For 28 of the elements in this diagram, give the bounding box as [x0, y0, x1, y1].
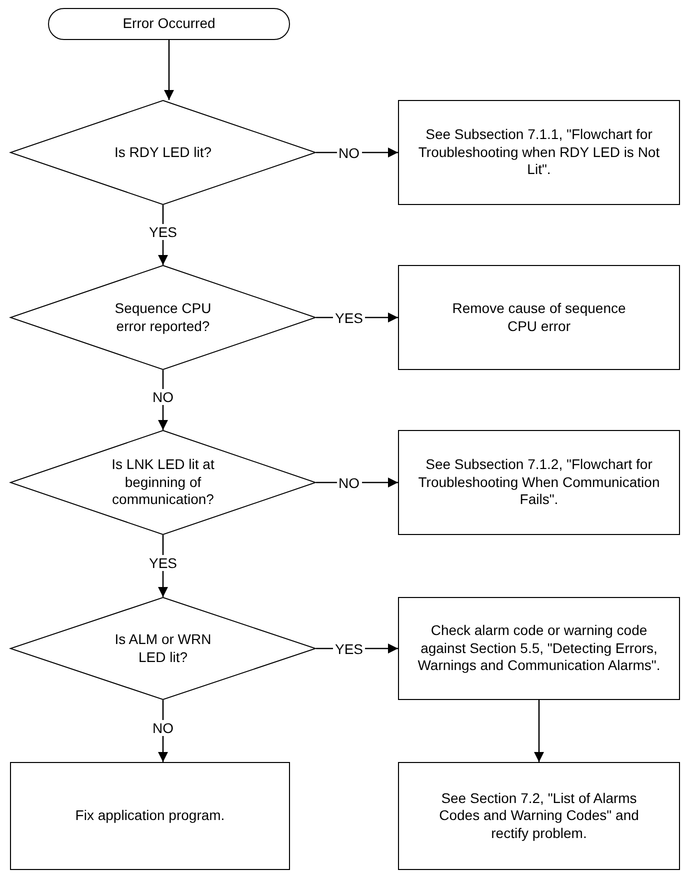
- node-text: Sequence CPU error reported?: [114, 300, 212, 335]
- edge-label: YES: [147, 554, 180, 571]
- process-box: [398, 762, 680, 870]
- decision-diamond: [10, 597, 316, 700]
- edge-label: NO: [150, 389, 176, 405]
- process-box: [398, 265, 680, 370]
- decision-diamond: [10, 265, 316, 370]
- arrow: [534, 700, 544, 762]
- process-box: [398, 100, 680, 205]
- node-text: Remove cause of sequence CPU error: [451, 300, 627, 335]
- node-text: Is LNK LED lit at beginning of communication?: [110, 456, 216, 509]
- terminal-shape: [48, 8, 290, 40]
- process-box: [398, 597, 680, 700]
- process-box: [398, 430, 680, 535]
- node-text: See Subsection 7.1.1, "Flowchart for Troubleshooting when RDY LED is Not Lit".: [417, 126, 661, 179]
- node-text: Check alarm code or warning code against Section 5.5, "Detecting Errors, Warnings and Communication Alarms".: [416, 622, 662, 675]
- edge-label: YES: [147, 224, 180, 240]
- node-text: Is ALM or WRN LED lit?: [114, 631, 212, 666]
- arrow: [164, 40, 174, 100]
- process-box: [10, 762, 290, 870]
- node-text: Error Occurred: [122, 15, 216, 33]
- edge-label: NO: [150, 720, 176, 736]
- node-text: Fix application program.: [75, 807, 225, 825]
- decision-diamond: [10, 430, 316, 535]
- decision-diamond: [10, 100, 316, 205]
- node-text: Is RDY LED lit?: [114, 144, 212, 162]
- node-text: See Subsection 7.1.2, "Flowchart for Troubleshooting When Communication Fails".: [417, 456, 661, 509]
- node-text: See Section 7.2, "List of Alarms Codes and Warning Codes" and rectify problem.: [438, 790, 640, 842]
